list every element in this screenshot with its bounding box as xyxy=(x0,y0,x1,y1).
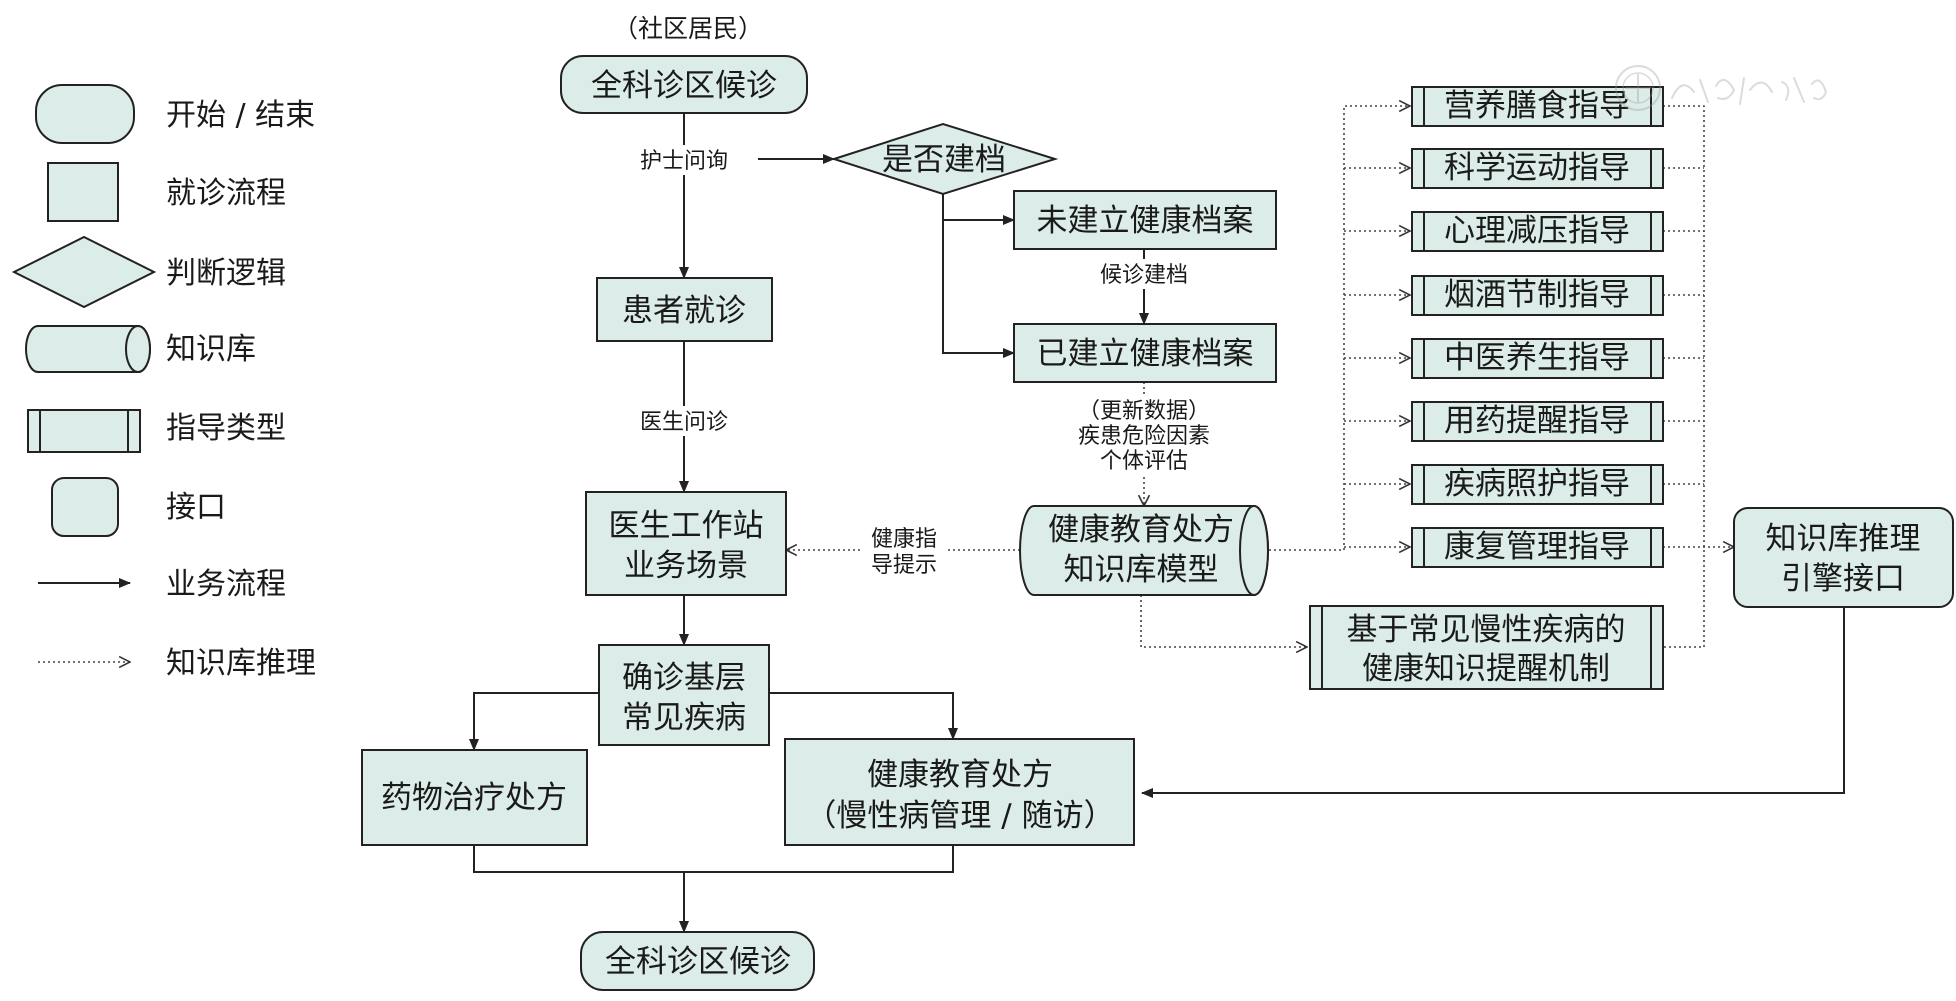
node-diagnosis xyxy=(598,644,770,746)
guidance-item: 中医养生指导 xyxy=(1411,338,1664,379)
edge-label-record-while-waiting: 候诊建档 xyxy=(1100,263,1188,288)
node-reminder xyxy=(1309,605,1664,690)
guidance-label: 疾病照护指导 xyxy=(1444,466,1630,502)
legend-guidance-type-label: 指导类型 xyxy=(166,411,286,446)
edge-label-bg xyxy=(1064,396,1224,476)
node-has-record xyxy=(1013,323,1277,383)
edge-interface-to-health-rx xyxy=(1141,607,1845,798)
legend-knowledge-base-label: 知识库 xyxy=(166,332,256,367)
node-no-record xyxy=(1013,190,1277,250)
node-decision-label: 是否建档 xyxy=(882,142,1006,178)
node-diagnosis-line2: 常见疾病 xyxy=(622,700,746,736)
edge-label-doctor-ask: 医生问诊 xyxy=(640,410,728,435)
node-workstation-line1: 医生工作站 xyxy=(609,508,764,544)
legend-guidance-type-shape xyxy=(27,409,141,453)
guidance-label: 中医养生指导 xyxy=(1444,340,1630,376)
edge-diagnosis-to-drug-rx xyxy=(469,692,599,751)
legend-decision-label: 判断逻辑 xyxy=(166,256,286,291)
guidance-item: 科学运动指导 xyxy=(1411,148,1664,189)
edge-label-nurse-ask: 护士问询 xyxy=(640,149,728,174)
edge-label-bg xyxy=(862,522,946,580)
edge-guidance-bus xyxy=(1663,105,1705,648)
node-patient-visit xyxy=(596,277,773,342)
legend-kb-inference-label: 知识库推理 xyxy=(166,646,316,681)
node-patient-visit-label: 患者就诊 xyxy=(622,293,746,329)
legend-process-label: 就诊流程 xyxy=(166,176,286,211)
guidance-label: 康复管理指导 xyxy=(1444,529,1630,565)
guidance-item: 心理减压指导 xyxy=(1411,211,1664,252)
node-workstation xyxy=(585,491,787,596)
edge-label-bg xyxy=(1090,259,1198,289)
node-reminder-line2: 健康知识提醒机制 xyxy=(1362,651,1610,687)
node-reminder-line1: 基于常见慢性疾病的 xyxy=(1347,612,1626,648)
node-end-label: 全科诊区候诊 xyxy=(605,944,791,980)
node-kb-model-line1: 健康教育处方 xyxy=(1048,512,1234,548)
watermark-logo xyxy=(1615,65,1828,111)
edge-kb-to-guidance-1 xyxy=(1264,106,1410,551)
diagram-title: （社区居民） xyxy=(613,14,763,43)
node-kb-model-line2: 知识库模型 xyxy=(1064,552,1219,588)
guidance-label: 烟酒节制指导 xyxy=(1444,277,1630,313)
legend-interface-label: 接口 xyxy=(166,490,226,525)
node-decision xyxy=(830,122,1059,196)
node-end xyxy=(580,931,815,991)
node-workstation-line2: 业务场景 xyxy=(624,548,748,584)
node-start xyxy=(560,55,808,114)
edge-decision-to-has-record xyxy=(942,194,1015,358)
node-no-record-label: 未建立健康档案 xyxy=(1037,203,1254,239)
node-start-label: 全科诊区候诊 xyxy=(591,68,777,104)
edge-label-bg xyxy=(628,406,740,436)
guidance-label: 科学运动指导 xyxy=(1444,150,1630,186)
edge-label-guidance-hint-1: 健康指 xyxy=(871,527,937,552)
edge-kb-to-reminder xyxy=(1140,595,1307,647)
guidance-label: 心理减压指导 xyxy=(1444,213,1630,249)
guidance-item: 用药提醒指导 xyxy=(1411,401,1664,442)
edge-label-bg xyxy=(628,145,740,175)
node-drug-rx xyxy=(361,749,588,846)
node-drug-rx-label: 药物治疗处方 xyxy=(381,780,567,816)
guidance-item: 康复管理指导 xyxy=(1411,527,1664,568)
node-health-rx-line2: （慢性病管理 / 随访） xyxy=(805,798,1114,834)
node-kb-model xyxy=(1019,505,1269,596)
legend-knowledge-base-shape xyxy=(25,325,151,373)
guidance-item: 疾病照护指导 xyxy=(1411,464,1664,505)
legend-process-shape xyxy=(47,162,119,222)
edge-label-risk-eval-1: （更新数据） xyxy=(1078,399,1210,424)
node-kb-interface xyxy=(1733,507,1954,608)
edge-diagnosis-to-health-rx xyxy=(769,692,958,740)
guidance-list: 营养膳食指导 科学运动指导 心理减压指导 烟酒节制指导 中医养生指导 用药提醒指… xyxy=(1411,86,1664,568)
guidance-label: 营养膳食指导 xyxy=(1444,88,1630,124)
legend-business-flow-label: 业务流程 xyxy=(166,567,286,602)
legend: 开始 / 结束 就诊流程 判断逻辑 知识库 指导类型 接口 业务流程 知识库推理 xyxy=(11,84,316,681)
guidance-item: 烟酒节制指导 xyxy=(1411,275,1664,316)
node-has-record-label: 已建立健康档案 xyxy=(1037,336,1254,372)
edge-label-risk-eval-3: 个体评估 xyxy=(1100,449,1188,474)
guidance-label: 用药提醒指导 xyxy=(1444,403,1630,439)
node-kb-interface-line1: 知识库推理 xyxy=(1766,521,1921,557)
guidance-item: 营养膳食指导 xyxy=(1411,86,1664,127)
edge-label-risk-eval-2: 疾患危险因素 xyxy=(1078,424,1210,449)
node-diagnosis-line1: 确诊基层 xyxy=(622,660,746,696)
node-health-rx xyxy=(784,738,1135,846)
legend-interface-shape xyxy=(51,477,119,537)
edge-label-guidance-hint-2: 导提示 xyxy=(871,553,937,578)
node-health-rx-line1: 健康教育处方 xyxy=(867,757,1053,793)
legend-decision-shape xyxy=(11,235,157,309)
edge-rx-merge xyxy=(473,845,954,873)
legend-start-end-label: 开始 / 结束 xyxy=(166,98,315,133)
legend-start-end-shape xyxy=(35,84,135,144)
node-kb-interface-line2: 引擎接口 xyxy=(1781,561,1905,597)
